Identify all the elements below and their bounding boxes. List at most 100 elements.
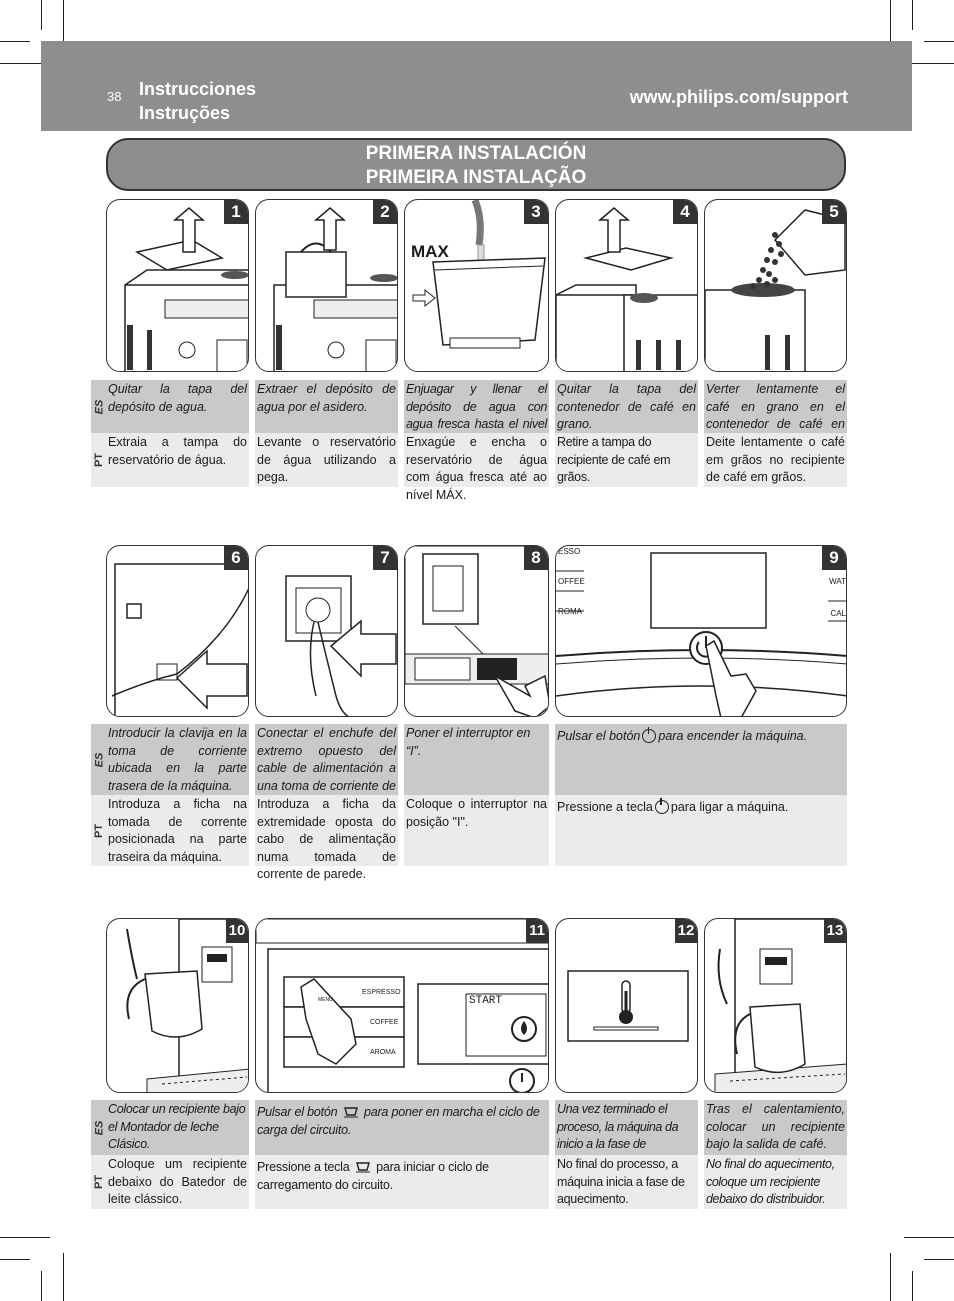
lang-label-es: ES — [91, 724, 108, 795]
step-3-pt: Enxagúe e encha o reservatório de água c… — [404, 433, 549, 502]
right-label-2: CAL — [830, 609, 846, 618]
wall-socket-illustration — [285, 575, 397, 716]
step-5-illustration: 5 — [704, 199, 847, 372]
menu-espresso-label: ESPRESSO — [362, 989, 401, 996]
step-11-es: Pulsar el botón para poner en marcha el … — [255, 1100, 549, 1155]
banner-title-es: PRIMERA INSTALACIÓN — [365, 143, 587, 164]
menu-small-label: MENU — [318, 997, 333, 1003]
step-1-es: Quitar la tapa del depósito de agua. — [106, 380, 249, 433]
step-9-illustration: ESSO OFFEE ROMA WAT CAL 9 — [555, 545, 847, 717]
power-icon — [654, 798, 669, 814]
crop-mark — [904, 1237, 954, 1238]
step-8-illustration: 8 — [404, 545, 549, 717]
crop-mark — [904, 63, 954, 64]
step-6-es: Introducir la clavija en la toma de corr… — [106, 724, 249, 795]
heating-screen-illustration — [567, 970, 689, 1042]
step-number: 11 — [526, 919, 548, 943]
step-13-pt: No final do aquecimento, coloque um reci… — [704, 1155, 847, 1209]
right-label-1: WAT — [829, 577, 846, 586]
step-10-illustration: 10 — [106, 918, 249, 1093]
step-number: 4 — [673, 200, 697, 224]
menu-label-2: OFFEE — [558, 577, 585, 586]
step-4-illustration: 4 — [555, 199, 698, 372]
menu-coffee-label: COFFEE — [370, 1019, 399, 1026]
crop-mark — [890, 0, 891, 48]
step-number: 3 — [524, 200, 548, 224]
lang-label-es: ES — [91, 380, 108, 433]
lang-label-pt: PT — [91, 1155, 108, 1209]
support-url[interactable]: www.philips.com/support — [629, 87, 848, 107]
start-screen-text: START — [469, 995, 503, 1007]
step-7-illustration: 7 — [255, 545, 398, 717]
water-tank-lift-illustration — [273, 207, 397, 371]
menu-button-illustration — [256, 919, 548, 1092]
lang-label-pt: PT — [91, 795, 108, 866]
page-number: 38 — [107, 89, 122, 104]
step-2-illustration: 2 — [255, 199, 398, 372]
step-11-illustration: ESPRESSO COFFEE AROMA MENU START 11 — [255, 918, 549, 1093]
step-3-illustration: MAX 3 — [404, 199, 549, 372]
step-1-pt: Extraia a tampa do reservatório de água. — [106, 433, 249, 487]
step-10-pt: Coloque um recipiente debaixo do Batedor… — [106, 1155, 249, 1209]
menu-cup-icon — [355, 1162, 370, 1173]
menu-label-1: ESSO — [558, 547, 581, 556]
crop-mark — [41, 1271, 42, 1301]
lang-label-pt: PT — [91, 433, 108, 487]
step-8-pt: Coloque o interruptor na posição "I". — [404, 795, 549, 866]
step-number: 7 — [373, 546, 397, 570]
crop-mark — [41, 0, 42, 30]
menu-cup-icon — [343, 1107, 358, 1118]
bean-lid-illustration — [556, 207, 697, 371]
crop-mark — [63, 0, 64, 48]
pour-beans-illustration — [705, 209, 846, 371]
step-number: 10 — [226, 919, 248, 943]
crop-mark — [924, 1259, 954, 1260]
crop-mark — [0, 41, 30, 42]
crop-mark — [0, 63, 50, 64]
header-title: Instrucciones Instruções — [139, 77, 256, 125]
step-number: 12 — [675, 919, 697, 943]
step-2-pt: Levante o reservatório de água utilizand… — [255, 433, 398, 487]
step-13-illustration: 13 — [704, 918, 847, 1093]
step-6-illustration: 6 — [106, 545, 249, 717]
milk-frother-illustration — [126, 919, 248, 1092]
step-12-illustration: 12 — [555, 918, 698, 1093]
plug-back-illustration — [111, 563, 248, 716]
banner-title-pt: PRIMEIRA INSTALAÇÃO — [365, 167, 587, 188]
page-header: 38 Instrucciones Instruções www.philips.… — [41, 41, 912, 131]
step-13-es: Tras el calentamiento, colocar un recipi… — [704, 1100, 847, 1155]
step-1-illustration: 1 — [106, 199, 249, 372]
step-number: 2 — [373, 200, 397, 224]
step-3-es: Enjuagar y llenar el depósito de agua co… — [404, 380, 549, 449]
crop-mark — [912, 1271, 913, 1301]
max-label: MAX — [411, 242, 449, 261]
menu-aroma-label: AROMA — [370, 1049, 396, 1056]
crop-mark — [924, 41, 954, 42]
step-8-es: Poner el interruptor en “I”. — [404, 724, 549, 795]
lang-label-es: ES — [91, 1100, 108, 1155]
crop-mark — [0, 1237, 50, 1238]
step-number: 13 — [824, 919, 846, 943]
step-10-es: Colocar un recipiente bajo el Montador d… — [106, 1100, 249, 1155]
menu-label-3: ROMA — [558, 607, 582, 616]
tank-filling-illustration — [412, 200, 546, 349]
step-2-es: Extraer el depósito de agua por el aside… — [255, 380, 398, 433]
step-5-es: Verter lentamente el café en grano en el… — [704, 380, 847, 449]
step-5-pt: Deite lentamente o café em grãos no reci… — [704, 433, 847, 487]
switch-illustration — [405, 546, 548, 716]
crop-mark — [912, 0, 913, 30]
step-number: 8 — [524, 546, 548, 570]
step-12-es: Una vez terminado el proceso, la máquina… — [555, 1100, 698, 1169]
step-6-pt: Introduza a ficha na tomada de corrente … — [106, 795, 249, 866]
step-number: 9 — [822, 546, 846, 570]
power-icon — [642, 727, 657, 743]
step-7-es: Conectar el enchufe del extremo opuesto … — [255, 724, 398, 810]
step-7-pt: Introduza a ficha da extremidade oposta … — [255, 795, 398, 881]
section-banner: PRIMERA INSTALACIÓN PRIMEIRA INSTALAÇÃO — [106, 138, 846, 191]
machine-lid-illustration — [124, 207, 248, 371]
step-12-pt: No final do processo, a máquina inicia a… — [555, 1155, 698, 1209]
step-11-pt: Pressione a tecla para iniciar o ciclo d… — [255, 1155, 549, 1209]
header-title-pt: Instruções — [139, 103, 231, 123]
crop-mark — [0, 1259, 30, 1260]
